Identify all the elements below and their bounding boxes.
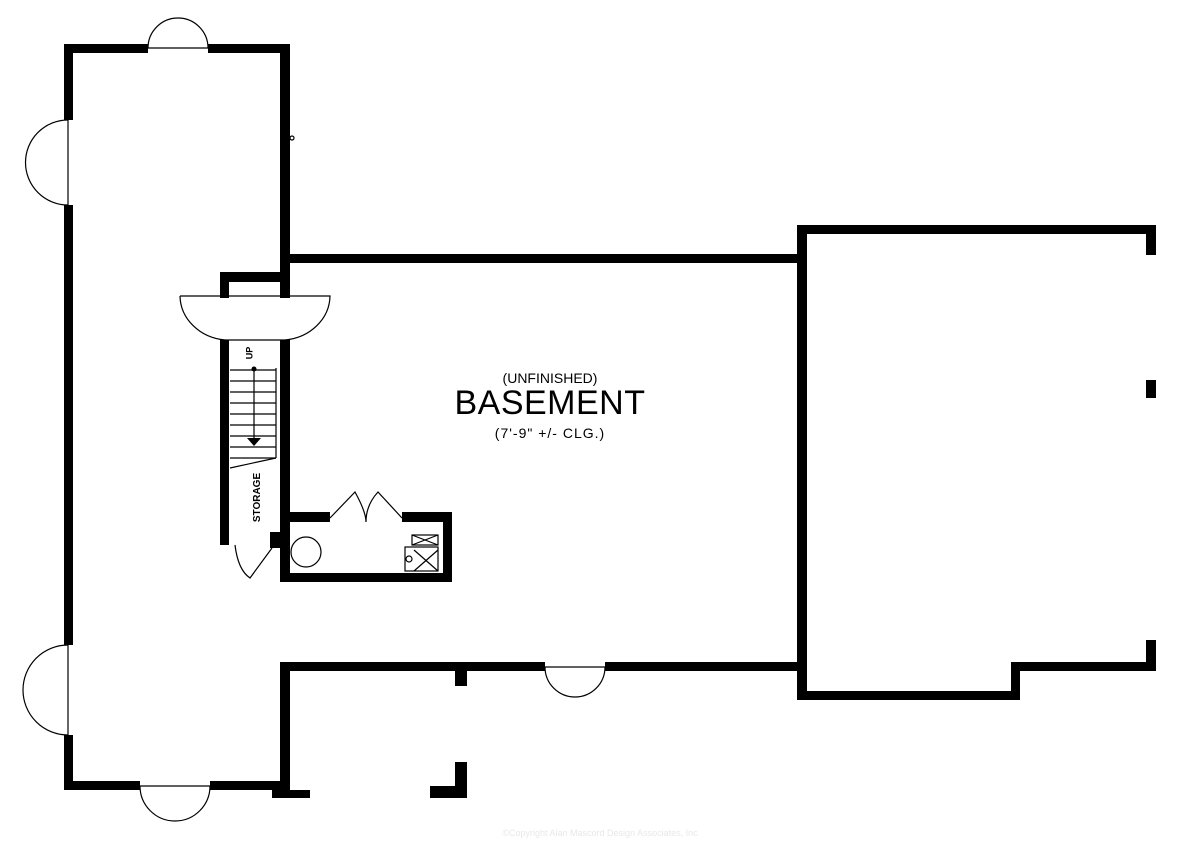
windows-and-doors: [22, 17, 606, 822]
walls: [64, 44, 1156, 798]
stair-arrow-icon: [247, 438, 261, 446]
storage-label: STORAGE: [252, 472, 264, 523]
stair-up-label: UP: [244, 346, 255, 360]
room-name: BASEMENT: [454, 384, 646, 422]
room-qualifier: (UNFINISHED): [502, 370, 598, 386]
copyright-watermark: ©Copyright Alan Mascord Design Associate…: [502, 828, 698, 838]
ceiling-height: (7'-9" +/- CLG.): [494, 425, 606, 441]
stairs: [229, 366, 277, 469]
